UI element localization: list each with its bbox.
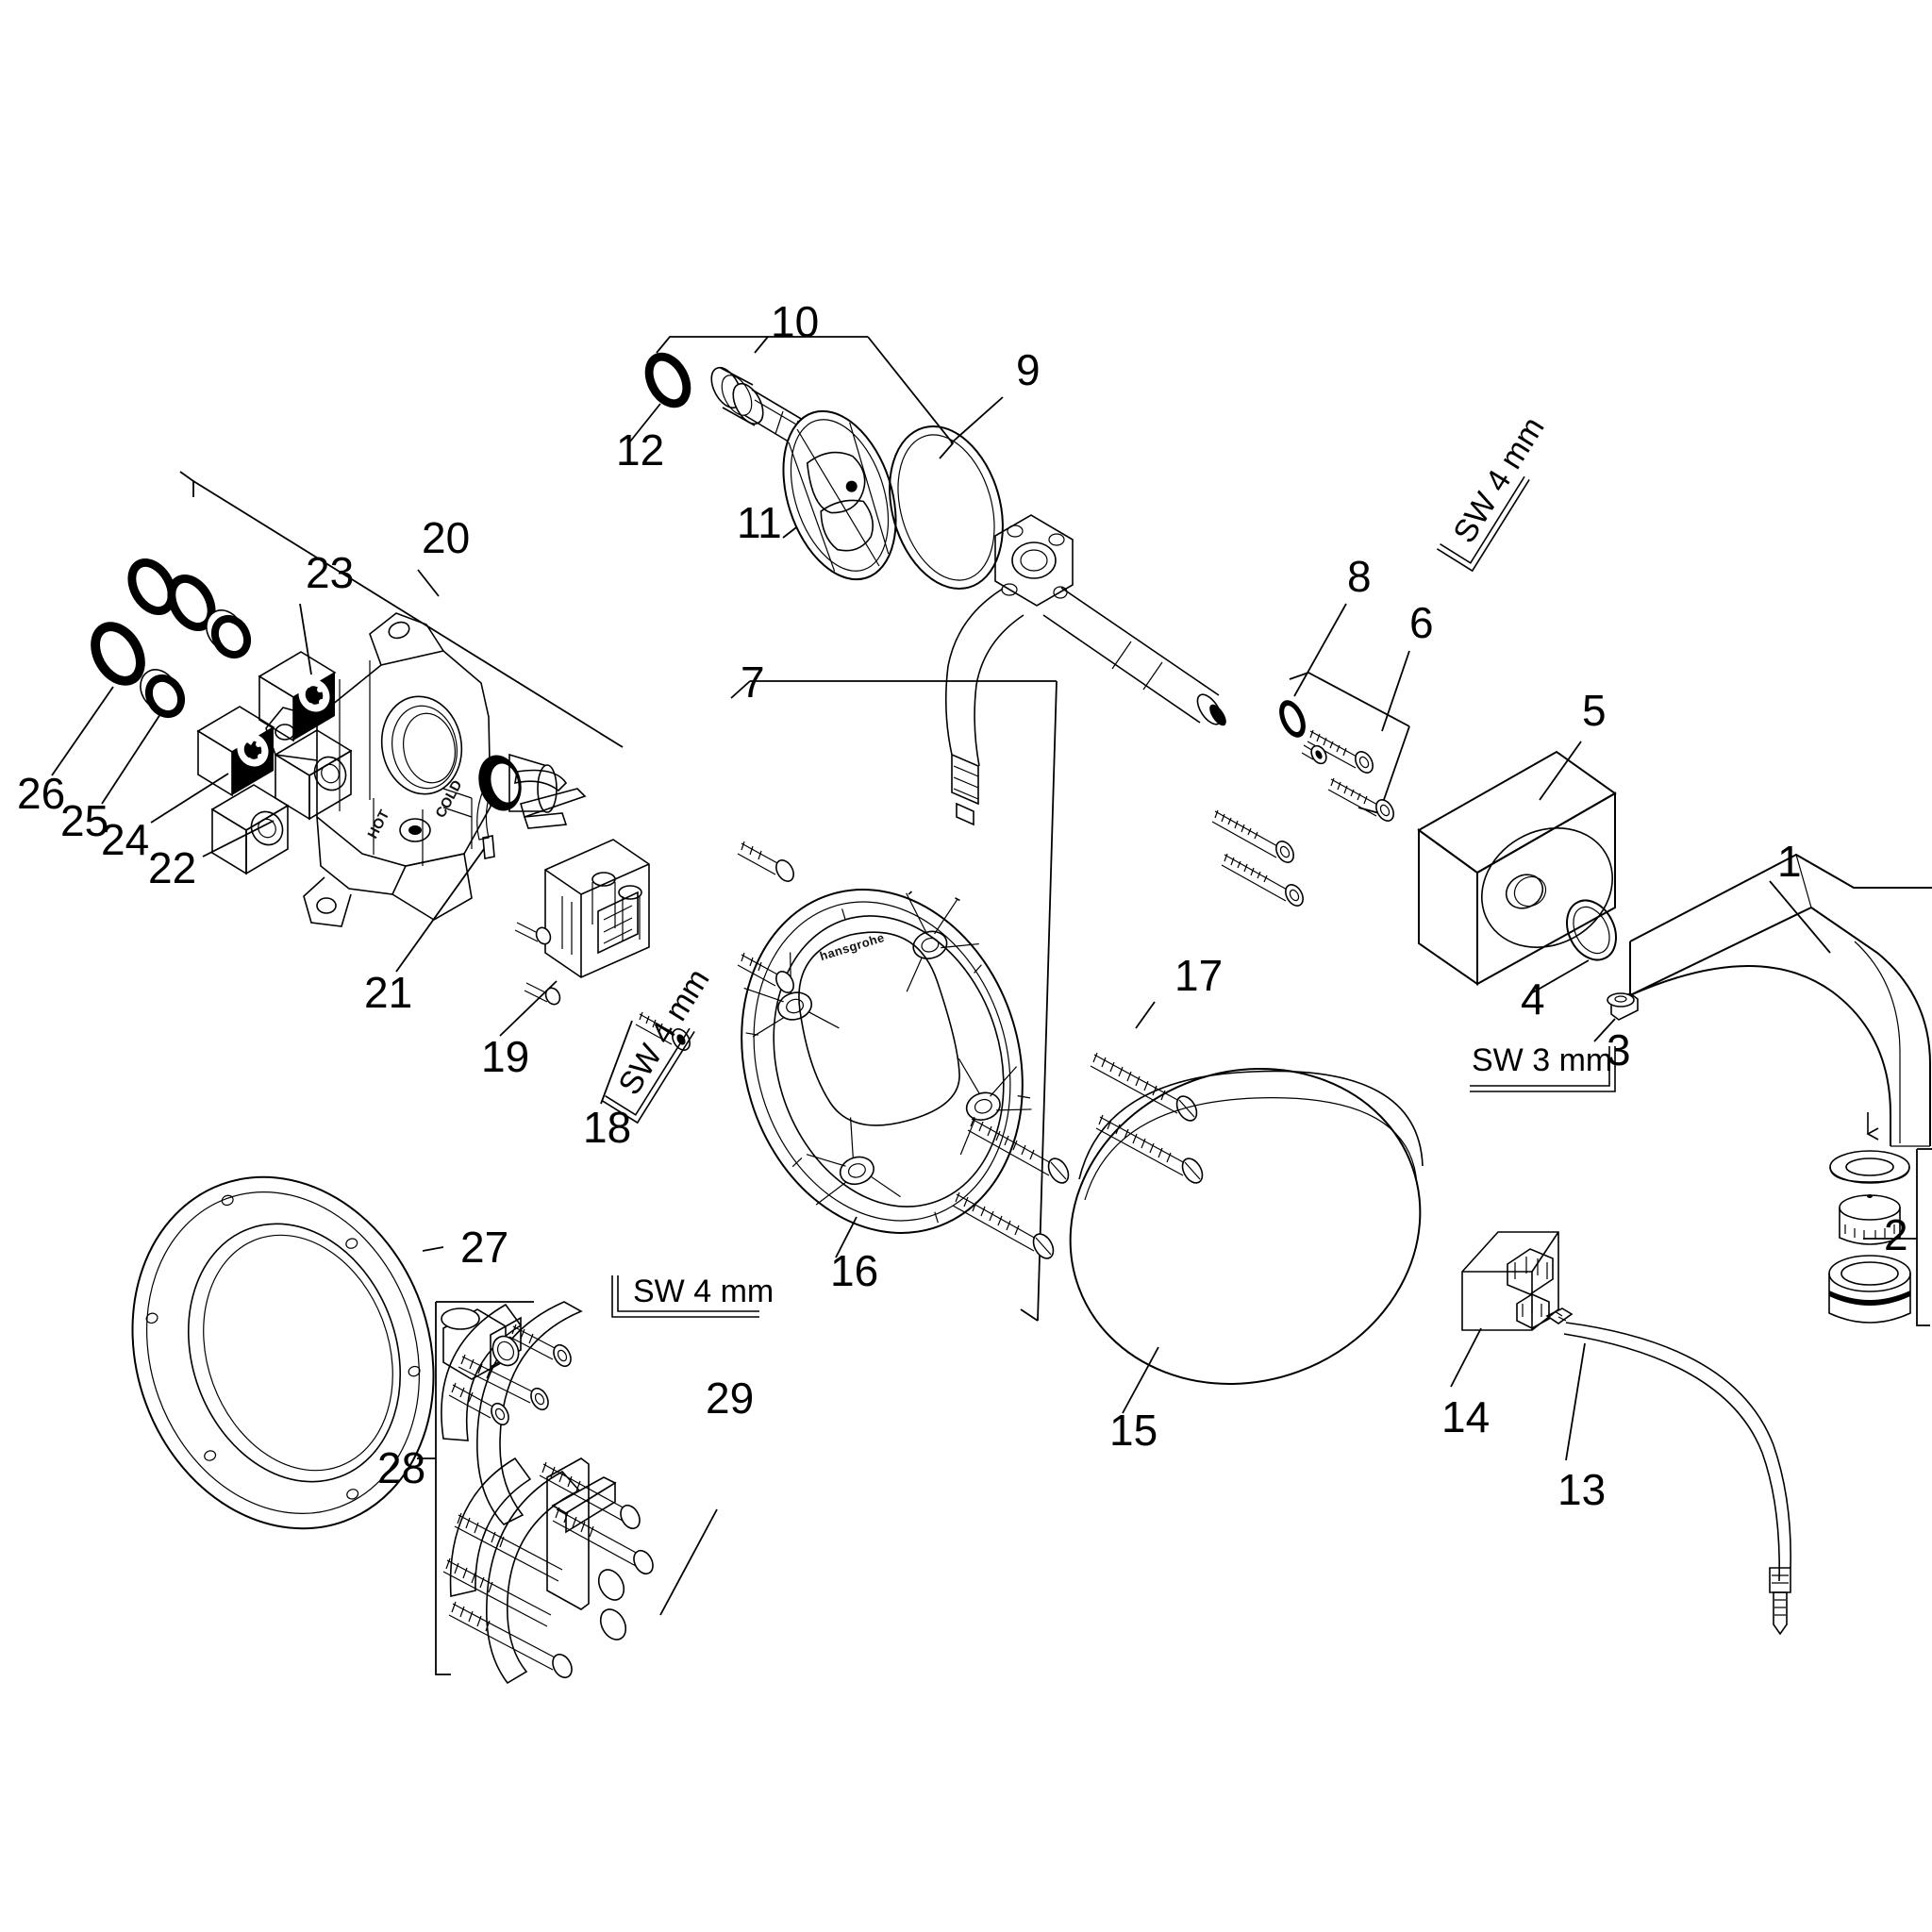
part-23-non-return-valve [258, 603, 337, 742]
callout-9: 9 [1016, 345, 1041, 394]
part-3-grub-screw [1593, 992, 1639, 1042]
callout-18: 18 [583, 1103, 631, 1152]
screw-short [737, 952, 794, 993]
callout-27: 27 [460, 1223, 508, 1272]
callout-17: 17 [1174, 951, 1223, 1000]
callout-6: 6 [1409, 598, 1434, 647]
part-7-connection-pipe-assembly [730, 514, 1226, 1322]
tool-sw4mm-mid-left: SW 4 mm [601, 963, 717, 1124]
callout-16: 16 [830, 1246, 878, 1295]
allen-key-icon [1436, 475, 1530, 573]
callout-22: 22 [148, 843, 196, 892]
part-28-extension-bracket-kit [417, 1301, 654, 1685]
part-hub-plate [782, 409, 897, 581]
bracket-bolt [454, 1512, 563, 1582]
allen-key-icon [1470, 1046, 1616, 1092]
callout-15: 15 [1109, 1406, 1158, 1455]
callout-19: 19 [481, 1032, 529, 1081]
part-6-long-fixing-screws [1211, 650, 1410, 907]
callout-11: 11 [737, 498, 782, 547]
callout-23: 23 [306, 548, 354, 597]
bracket-bolt [539, 1461, 641, 1530]
callout-10: 10 [771, 297, 819, 346]
screw-long [1090, 1052, 1198, 1122]
callout-7: 7 [741, 658, 765, 707]
screw-long [967, 1116, 1070, 1184]
screw [1327, 777, 1394, 822]
callout-14: 14 [1441, 1392, 1490, 1441]
part-25-seal-washer [101, 669, 186, 805]
screw-long [1095, 1114, 1204, 1184]
part-24-filter-insert [150, 706, 275, 824]
tool-label-text: SW 4 mm [633, 1274, 774, 1309]
screw-long [952, 1191, 1055, 1259]
part-5-square-escutcheon [1417, 741, 1617, 986]
bracket-screw [448, 1382, 509, 1426]
seal-washer-upper [206, 609, 252, 659]
callout-12: 12 [616, 425, 664, 475]
bracket-screw [508, 1324, 572, 1368]
tool-sw4mm-bottom: SW 4 mm [611, 1274, 774, 1318]
part-15-round-cover-cap [1069, 1068, 1424, 1414]
part-17-long-wood-screws [737, 841, 1204, 1259]
screw-short [737, 841, 794, 882]
part-16-mounting-ring: hansgrohe [741, 889, 1032, 1258]
screw [1307, 729, 1374, 774]
part-12-o-ring-spindle [644, 352, 691, 408]
callout-13: 13 [1557, 1465, 1606, 1514]
bracket-bolt [552, 1507, 654, 1575]
part-8-o-ring-connector [1279, 603, 1347, 738]
callout-28: 28 [377, 1443, 425, 1492]
bracket-screw [458, 1354, 549, 1411]
pipe-connector-block [994, 514, 1074, 607]
callout-20: 20 [422, 513, 470, 562]
callout-21: 21 [364, 968, 412, 1017]
part-26-o-ring-inlet [51, 622, 145, 776]
part-1-spout-body [1629, 853, 1932, 1147]
screw [1221, 853, 1304, 907]
callout-5: 5 [1582, 686, 1607, 735]
small-screw [1301, 744, 1327, 765]
part-14-power-supply-unit [1450, 1231, 1559, 1388]
callout-1: 1 [1777, 837, 1802, 886]
port-label-hot: HOT [365, 808, 393, 841]
callout-24: 24 [101, 815, 149, 864]
part-21-thermostat-cartridge [395, 753, 587, 973]
part-13-connection-cable [1545, 1307, 1791, 1636]
check-valve-sleeve-upper [274, 729, 353, 821]
allen-key-icon [611, 1275, 759, 1318]
tool-sw3mm-right: SW 3 mm [1470, 1042, 1616, 1092]
bracket-bolt [442, 1557, 552, 1627]
bracket-bolt [448, 1601, 573, 1679]
screw [1211, 809, 1294, 863]
tool-label-text: SW 3 mm [1472, 1042, 1612, 1078]
part-2-aerator-assembly [1828, 1112, 1932, 1326]
part-9-o-ring-large [889, 396, 1004, 591]
callout-29: 29 [706, 1374, 754, 1423]
callout-25: 25 [60, 796, 108, 845]
callout-8: 8 [1347, 552, 1372, 601]
allen-key-icon [601, 1027, 695, 1124]
callout-2: 2 [1884, 1210, 1908, 1259]
part-20-rough-in-valve-assembly: HOT COLD [51, 471, 650, 1037]
part-4-o-ring-spout [1532, 899, 1617, 993]
o-ring-pair [127, 558, 216, 632]
port-label-cold: COLD [433, 777, 466, 821]
callout-3: 3 [1607, 1025, 1631, 1074]
part-19-solenoid-module [499, 839, 650, 1037]
callout-4: 4 [1521, 974, 1545, 1024]
tool-sw4mm-top-right: SW 4 mm [1436, 411, 1552, 573]
part-27-sealing-flange-ring [131, 1175, 444, 1530]
callout-26: 26 [17, 769, 65, 818]
